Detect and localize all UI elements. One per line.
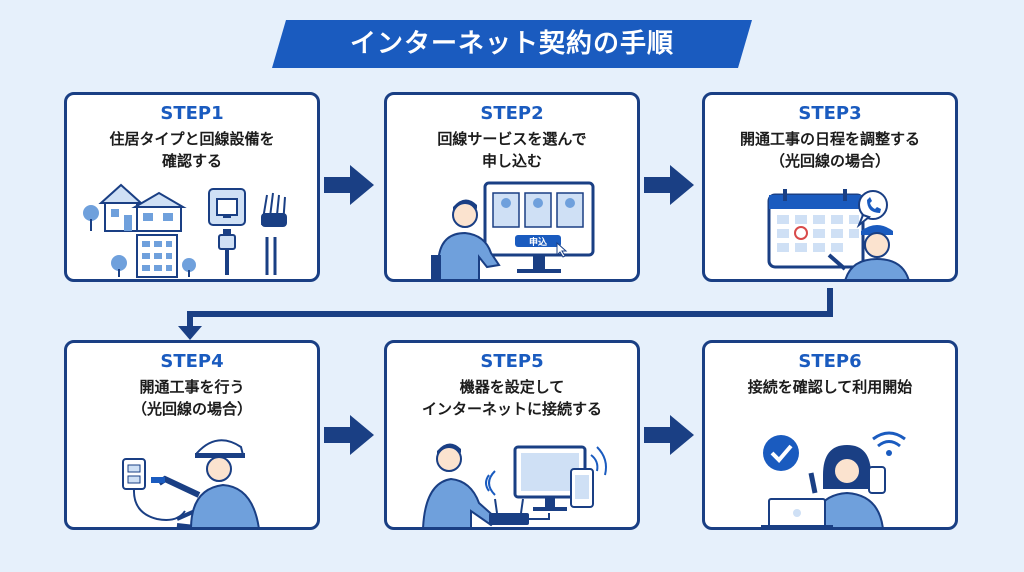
step1-label: STEP1 xyxy=(160,103,224,124)
arrow-step4-to-step5 xyxy=(324,415,374,455)
monitor-icon xyxy=(513,445,587,511)
wifi-icon xyxy=(485,446,607,496)
step5-illustration xyxy=(422,443,607,527)
step4-line1: 開通工事を行う xyxy=(139,378,245,396)
worker-with-helmet-icon xyxy=(151,439,260,527)
step4-card: STEP4 開通工事を行う （光回線の場合） xyxy=(64,340,320,530)
step5-line1: 機器を設定して xyxy=(459,378,565,396)
step6-card: STEP6 接続を確認して利用開始 xyxy=(702,340,958,530)
step4-label: STEP4 xyxy=(160,351,224,372)
wall-outlet-icon xyxy=(122,458,186,521)
step1-description: 住居タイプと回線設備を 確認する xyxy=(73,128,311,172)
step5-line2: インターネットに接続する xyxy=(421,400,602,418)
step2-illustration: 申込 xyxy=(431,181,595,279)
smartphone-icon xyxy=(570,468,594,508)
step4-description: 開通工事を行う （光回線の場合） xyxy=(73,376,311,420)
wifi-icon xyxy=(872,431,906,456)
step2-line1: 回線サービスを選んで xyxy=(437,130,587,148)
step5-label: STEP5 xyxy=(480,351,544,372)
step3-description: 開通工事の日程を調整する （光回線の場合） xyxy=(711,128,949,172)
step5-card: STEP5 機器を設定して インターネットに接続する xyxy=(384,340,640,530)
step6-label: STEP6 xyxy=(798,351,862,372)
check-circle-icon xyxy=(763,435,799,471)
step6-illustration xyxy=(761,431,906,527)
phone-bubble-icon xyxy=(856,190,888,229)
step3-line2: （光回線の場合） xyxy=(769,152,890,170)
step2-description: 回線サービスを選んで 申し込む xyxy=(393,128,631,172)
arrow-step2-to-step3 xyxy=(644,165,694,205)
step6-line1: 接続を確認して利用開始 xyxy=(747,378,913,396)
person-with-router-icon xyxy=(422,443,550,527)
step4-illustration xyxy=(122,439,260,527)
house-icon xyxy=(83,183,187,232)
step2-line2: 申し込む xyxy=(481,152,542,170)
step3-illustration xyxy=(767,189,910,279)
technician-icon xyxy=(827,225,910,279)
smartphone-icon xyxy=(868,466,886,494)
step3-label: STEP3 xyxy=(798,103,862,124)
step6-description: 接続を確認して利用開始 xyxy=(711,376,949,398)
apartment-icon xyxy=(111,234,196,278)
step1-illustration xyxy=(83,183,287,278)
lan-cable-icon xyxy=(218,229,236,275)
title-banner: インターネット契約の手順 xyxy=(272,20,752,68)
monitor-icon: 申込 xyxy=(483,181,595,273)
step3-line1: 開通工事の日程を調整する xyxy=(739,130,920,148)
page-title: インターネット契約の手順 xyxy=(349,29,674,59)
person-at-computer-icon xyxy=(431,199,501,279)
router-icon xyxy=(489,513,529,525)
arrow-step5-to-step6 xyxy=(644,415,694,455)
banner-shape xyxy=(272,20,752,68)
fiber-cable-icon xyxy=(261,192,287,275)
step1-card: STEP1 住居タイプと回線設備を 確認する xyxy=(64,92,320,282)
step2-label: STEP2 xyxy=(480,103,544,124)
step5-description: 機器を設定して インターネットに接続する xyxy=(393,376,631,420)
step4-line2: （光回線の場合） xyxy=(131,400,252,418)
calendar-icon xyxy=(767,189,865,269)
step2-card: 申込 STEP2 回線サービスを選んで 申し込む xyxy=(384,92,640,282)
apply-button-shape xyxy=(515,235,561,247)
step3-card: STEP3 開通工事の日程を調整する （光回線の場合） xyxy=(702,92,958,282)
step1-line1: 住居タイプと回線設備を xyxy=(109,130,275,148)
lan-port-icon xyxy=(208,188,246,226)
arrow-step1-to-step2 xyxy=(324,165,374,205)
laptop-icon xyxy=(761,498,833,527)
apply-button-label: 申込 xyxy=(529,236,547,248)
step1-line2: 確認する xyxy=(161,152,222,170)
